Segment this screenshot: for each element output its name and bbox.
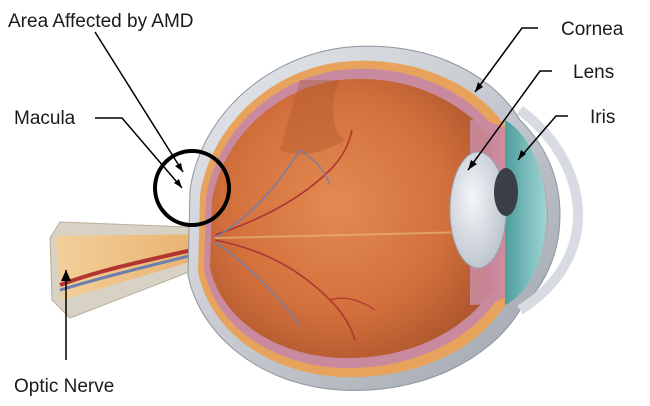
label-amd: Area Affected by AMD [8, 11, 194, 32]
leader-amd [95, 32, 183, 172]
label-lens: Lens [573, 62, 614, 83]
label-cornea: Cornea [561, 19, 624, 40]
lens-shape [450, 152, 506, 268]
label-optic-nerve: Optic Nerve [14, 376, 114, 397]
leader-macula [95, 118, 182, 188]
label-macula: Macula [14, 108, 76, 129]
pupil-shape [494, 168, 518, 216]
label-iris: Iris [590, 107, 615, 128]
arrow-amd [175, 163, 183, 172]
